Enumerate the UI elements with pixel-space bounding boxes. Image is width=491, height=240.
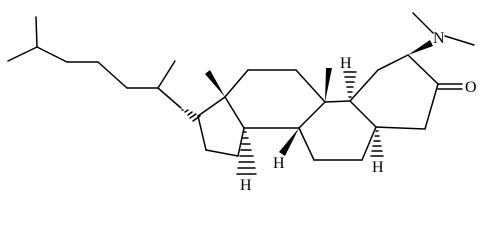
atom-label-h-c9: H xyxy=(340,55,352,72)
atom-label-h-c8: H xyxy=(273,155,285,172)
hashed-bond-c14 xyxy=(236,131,257,175)
atom-label-o: O xyxy=(465,79,477,96)
ring-b-bonds xyxy=(298,100,377,161)
wedge-methyl-c19 xyxy=(325,68,332,102)
wedge-h-c8 xyxy=(279,128,299,156)
ring-a-bonds xyxy=(349,54,439,130)
atom-label-h-c14: H xyxy=(240,177,252,194)
n-methyl-bonds xyxy=(412,12,475,46)
hashed-bond-c9 xyxy=(343,71,357,98)
atom-label-h-c5: H xyxy=(372,159,384,176)
wedge-n-c2 xyxy=(408,40,433,55)
hashed-bond-c5 xyxy=(370,130,384,157)
molecule-structure: N O H H H H xyxy=(7,12,477,194)
wedge-methyl-c18 xyxy=(205,70,225,97)
ring-c-bonds xyxy=(224,69,326,129)
atom-label-n: N xyxy=(433,30,445,47)
side-chain-bonds xyxy=(7,16,182,109)
hashed-bond-c17 xyxy=(181,109,201,122)
carbonyl-bond xyxy=(437,83,463,90)
ring-d-bonds xyxy=(197,96,245,157)
